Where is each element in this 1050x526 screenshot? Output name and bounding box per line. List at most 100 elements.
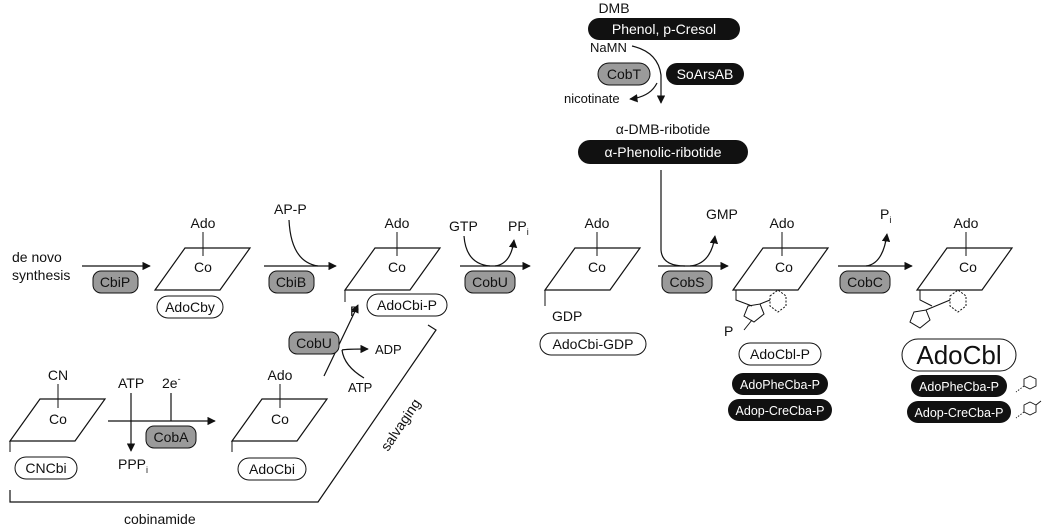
- phenolic-ribotide-label: α-Phenolic-ribotide: [604, 144, 721, 160]
- gdp-label: GDP: [552, 308, 582, 324]
- adocby-pill: [156, 295, 224, 319]
- atp2-label: ATP: [348, 380, 372, 395]
- phenolic-ribotide-pill: [578, 140, 748, 164]
- salvaging-label: salvaging: [377, 396, 423, 454]
- adocbi-gdp-ado: Ado: [585, 215, 610, 231]
- adocbi-gdp-corrin-ring: [543, 247, 642, 291]
- cncbi-corrin-ring: [8, 398, 107, 442]
- adocbi-pill: [237, 457, 307, 481]
- adocbi-label: AdoCbi: [249, 461, 295, 477]
- adopcrecba-p-2-pill: [907, 401, 1011, 423]
- adocbl-p-label: AdoCbl-P: [750, 346, 810, 362]
- cobt-enzyme: [597, 62, 651, 86]
- cobu-top-enzyme: [464, 270, 516, 294]
- adophecba-p-2-label: AdoPheCba-P: [919, 380, 999, 394]
- adocbl-ado: Ado: [954, 215, 979, 231]
- adp-arrow: [341, 344, 369, 354]
- cncbi-pill: [14, 456, 78, 480]
- adophecba-p-2-pill: [911, 375, 1007, 397]
- atp-label: ATP: [118, 375, 144, 391]
- cbib-label: CbiB: [276, 274, 306, 290]
- adocbl-label: AdoCbl: [916, 340, 1001, 370]
- gmp-label: GMP: [706, 206, 738, 222]
- pp-arrow: [494, 239, 518, 267]
- cobu-top-label: CobU: [472, 274, 508, 290]
- cobu-bottom-label: CobU: [296, 335, 332, 351]
- ribotide-to-cobs-curve: [660, 170, 686, 267]
- cbip-enzyme: [92, 270, 139, 294]
- adopcrecba-p-2-label: Adop-CreCba-P: [915, 406, 1004, 420]
- cncbi-label: CNCbi: [25, 460, 66, 476]
- cobinamide-label: cobinamide: [124, 511, 196, 526]
- cbib-enzyme: [268, 270, 315, 294]
- soarsab-label: SoArsAB: [677, 66, 734, 82]
- pi-arrow: [865, 233, 891, 267]
- ap-p-label: AP-P: [274, 201, 307, 217]
- adocbl-p-co: Co: [775, 259, 793, 275]
- adocbl-p-corrin-ring: [731, 247, 830, 291]
- adocbi-p-co: Co: [388, 259, 406, 275]
- adocby-corrin-ring: [153, 247, 252, 291]
- phenol-label: Phenol, p-Cresol: [612, 21, 716, 37]
- adophecba-p-1-pill: [732, 373, 828, 395]
- phenol-pill: [588, 18, 740, 40]
- namn-label: NaMN: [590, 40, 627, 55]
- adocbi-gdp-co: Co: [588, 259, 606, 275]
- adocbi-co: Co: [271, 411, 289, 427]
- adocbl-p-phosphate: P: [724, 323, 733, 339]
- adocbl-p-ado: Ado: [770, 215, 795, 231]
- cobinamide-salvaging-bracket: [9, 324, 437, 503]
- adocbi-gdp-pill: [539, 332, 647, 356]
- adocbl-nucleotide-loop: [909, 289, 967, 329]
- cresol-structure-icon: [1015, 400, 1042, 419]
- adocbi-p-corrin-ring: [343, 247, 442, 291]
- synthesis-label: synthesis: [12, 267, 70, 283]
- adocbl-p-pill: [738, 342, 822, 366]
- adocbl-co: Co: [959, 259, 977, 275]
- adocbi-gdp-label: AdoCbi-GDP: [553, 336, 634, 352]
- adocbi-ado: Ado: [268, 367, 293, 383]
- coba-label: CobA: [153, 429, 189, 445]
- gtp-curve: [463, 235, 491, 267]
- cncbi-cn: CN: [48, 367, 68, 383]
- adp-label: ADP: [375, 342, 402, 357]
- adocbi-p-ado: Ado: [385, 215, 410, 231]
- electrons-label: 2e-: [162, 374, 181, 391]
- adocbi-corrin-ring: [230, 398, 329, 442]
- adocbi-p-pill: [366, 293, 448, 317]
- arrow-adocbi-to-adocbi-p: [323, 304, 359, 377]
- nicotinate-label: nicotinate: [564, 91, 620, 106]
- dmb-label: DMB: [598, 0, 629, 16]
- adocbl-corrin-ring: [915, 247, 1014, 291]
- adopcrecba-p-1-label: Adop-CreCba-P: [736, 404, 825, 418]
- dmb-activation-arrow: [631, 45, 666, 104]
- phenol-structure-icon: [1015, 375, 1037, 393]
- cobs-label: CobS: [669, 274, 704, 290]
- adocby-label: AdoCby: [165, 299, 215, 315]
- dmb-ribotide-label: α-DMB-ribotide: [616, 121, 711, 137]
- cobs-enzyme: [661, 270, 713, 294]
- gmp-arrow: [689, 235, 719, 267]
- atp2-curve: [341, 349, 365, 379]
- ppp-label: PPPi: [118, 456, 148, 475]
- adopcrecba-p-1-pill: [728, 399, 832, 421]
- cbip-label: CbiP: [100, 274, 130, 290]
- cncbi-co: Co: [49, 411, 67, 427]
- cobu-bottom-enzyme: [288, 331, 340, 355]
- cobc-label: CobC: [847, 274, 883, 290]
- adocbl-p-nucleotide-loop: [735, 289, 787, 331]
- nicotinate-arrow: [629, 82, 658, 103]
- gtp-label: GTP: [449, 218, 478, 234]
- cobc-enzyme: [839, 270, 891, 294]
- adocby-ado: Ado: [191, 215, 216, 231]
- adocby-co: Co: [194, 259, 212, 275]
- adocbl-pill: [901, 338, 1017, 372]
- cobt-label: CobT: [607, 66, 642, 82]
- soarsab-enzyme: [666, 63, 744, 85]
- ap-p-curve: [288, 219, 319, 267]
- adocbi-p-label: AdoCbi-P: [377, 297, 437, 313]
- ppi-label: PPi: [508, 218, 529, 237]
- coba-enzyme: [145, 425, 197, 449]
- pi-label: Pi: [880, 206, 891, 225]
